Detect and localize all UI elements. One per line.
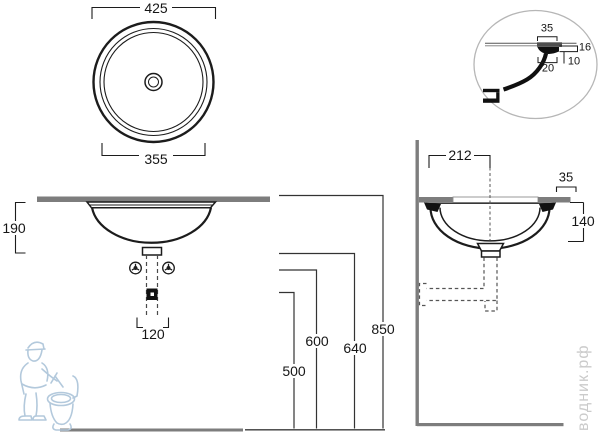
dim-500-label: 500	[280, 363, 308, 379]
dim-425-lines	[91, 6, 217, 19]
inset-counter-seat	[537, 42, 562, 47]
supply-valve-icon	[162, 261, 175, 275]
site-watermark-text: водник.рф	[575, 344, 592, 431]
dim-355-lines	[101, 143, 206, 157]
drain-flange-front	[141, 246, 163, 256]
inset-circle	[473, 9, 598, 120]
dim-600-label: 600	[303, 333, 331, 349]
plumber-toilet-logo	[18, 341, 79, 431]
countertop-side-right	[538, 197, 571, 203]
floor-front	[60, 428, 243, 432]
mounting-clip-left	[424, 202, 441, 212]
inset-rim-hook	[537, 47, 559, 54]
front-view-drawing	[14, 196, 385, 432]
dim-120-label: 120	[141, 326, 165, 342]
dim-640-label: 640	[341, 340, 369, 356]
tailpiece-dashed	[145, 255, 159, 316]
bowl-front	[90, 207, 213, 244]
dim-190-label: 190	[0, 220, 28, 236]
floor-side	[417, 423, 564, 427]
dim-425-label: 425	[144, 0, 168, 16]
dim-20-label: 20	[541, 62, 555, 75]
dim-355-label: 355	[144, 151, 168, 167]
dim-120-lines	[136, 317, 170, 329]
top-view-drawing	[91, 6, 217, 157]
countertop-cutout	[452, 196, 539, 203]
dim-600-line	[279, 269, 318, 429]
waste-pipe-dashed	[418, 257, 498, 312]
wall-side	[415, 140, 419, 426]
dim-35-side-lines	[555, 186, 577, 192]
dim-35-side-label: 35	[558, 169, 574, 185]
supply-valve-icon	[129, 261, 142, 275]
side-view-drawing	[415, 140, 585, 427]
dim-10-label: 10	[567, 55, 581, 68]
countertop-front	[37, 196, 270, 202]
dim-140-label: 140	[569, 213, 597, 229]
bowl-section-inner	[439, 207, 541, 242]
dim-16-label: 16	[578, 41, 592, 54]
dim-850-label: 850	[369, 321, 397, 337]
mounting-clip-right	[539, 202, 556, 212]
install-dimension-lines	[279, 194, 384, 429]
dim-35-inset-label: 35	[540, 22, 554, 35]
dim-212-lines	[428, 154, 491, 168]
inset-break-symbol	[483, 88, 500, 103]
detail-inset-drawing	[473, 9, 598, 120]
dim-500-line	[279, 291, 295, 429]
drain-flange-side	[476, 242, 505, 252]
dim-640-line	[279, 252, 356, 429]
dim-16-lines	[559, 45, 578, 53]
dim-35-inset-lines	[537, 36, 558, 41]
dim-20-lines	[537, 57, 558, 64]
countertop-side-left	[419, 197, 453, 203]
dim-212-label: 212	[448, 147, 472, 163]
inset-bowl-wall	[502, 52, 549, 92]
dim-850-line	[279, 194, 384, 429]
